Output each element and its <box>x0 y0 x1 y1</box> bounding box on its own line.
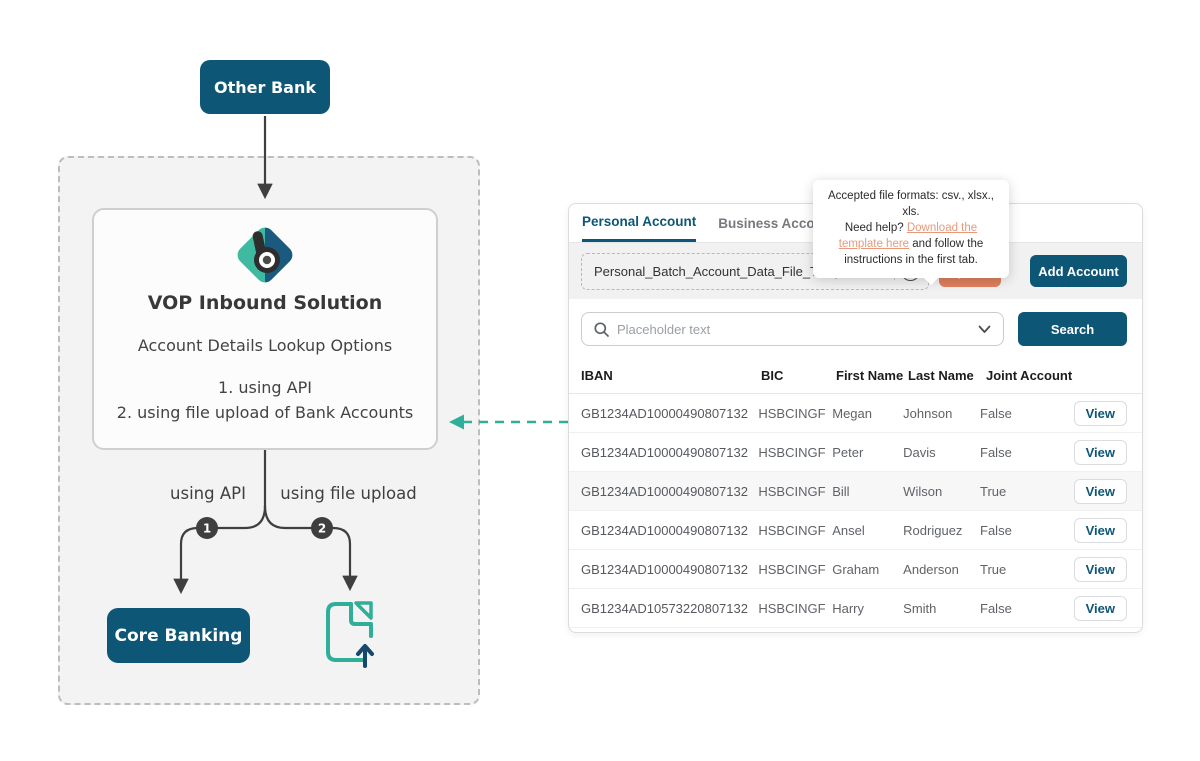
core-banking-label: Core Banking <box>114 625 243 646</box>
cell-last: Wilson <box>903 483 943 499</box>
view-button[interactable]: View <box>1073 439 1127 465</box>
tooltip-line1: Accepted file formats: csv., xlsx., xls. <box>828 190 994 218</box>
core-banking-node: Core Banking <box>107 608 250 663</box>
download-template-link[interactable]: Download the template here <box>838 222 978 250</box>
cell-first: Harry <box>832 600 865 616</box>
chevron-down-icon[interactable] <box>978 325 991 334</box>
cell-bic: HSBCINGF <box>758 444 826 460</box>
cell-iban: GB1234AD10000490807132 <box>581 522 748 538</box>
cell-bic: HSBCINGF <box>758 522 826 538</box>
branch-label-api: using API <box>170 484 246 503</box>
search-placeholder: Placeholder text <box>617 321 711 337</box>
table-row: GB1234AD10000490807132 HSBCINGF Peter Davis… <box>569 433 1142 472</box>
accounts-panel: Personal Account Business Account Person… <box>568 203 1143 633</box>
file-upload-icon <box>326 601 374 668</box>
other-bank-label: Other Bank <box>214 77 316 97</box>
column-header-last-name: Last Name <box>908 368 974 383</box>
cell-first: Megan <box>832 405 872 421</box>
tab-personal-account[interactable]: Personal Account <box>582 204 697 242</box>
tab-business-account[interactable]: Business Account <box>718 204 835 242</box>
search-input[interactable]: Placeholder text <box>581 312 1004 346</box>
branch-label-file-upload: using file upload <box>280 484 417 503</box>
cell-bic: HSBCINGF <box>758 561 826 577</box>
cell-last: Johnson <box>903 405 953 421</box>
view-button[interactable]: View <box>1073 595 1127 621</box>
cell-joint: True <box>980 561 1007 577</box>
table-row: GB1234AD10000490807132 HSBCINGF Ansel Rodri… <box>569 511 1142 550</box>
solution-subtitle: Account Details Lookup Options <box>137 336 393 355</box>
cell-first: Graham <box>832 561 880 577</box>
tab-personal-account-label: Personal Account <box>582 214 697 229</box>
cell-iban: GB1234AD10000490807132 <box>581 405 748 421</box>
cell-iban: GB1234AD10000490807132 <box>581 483 748 499</box>
cell-last: Rodriguez <box>903 522 963 538</box>
tab-business-account-label: Business Account <box>718 215 836 231</box>
cell-first: Ansel <box>832 522 865 538</box>
cell-joint: False <box>980 405 1012 421</box>
cell-joint: False <box>980 522 1012 538</box>
cell-bic: HSBCINGF <box>758 483 826 499</box>
column-header-bic: BIC <box>761 368 784 383</box>
solution-option-2: 2. using file upload of Bank Accounts <box>116 403 414 422</box>
view-button[interactable]: View <box>1073 556 1127 582</box>
cell-bic: HSBCINGF <box>758 405 826 421</box>
cell-last: Anderson <box>903 561 959 577</box>
search-button[interactable]: Search <box>1018 312 1127 346</box>
file-format-tooltip: Accepted file formats: csv., xlsx., xls.… <box>813 180 1009 285</box>
tooltip-pre-link: Need help? <box>844 222 907 234</box>
column-header-joint-account: Joint Account <box>986 368 1073 383</box>
cell-joint: False <box>980 444 1012 460</box>
cell-iban: GB1234AD10000490807132 <box>581 561 748 577</box>
column-header-iban: IBAN <box>581 368 613 383</box>
tooltip-post-link: and follow the instructions in the first… <box>844 238 984 266</box>
cell-last: Smith <box>903 600 937 616</box>
table-row: GB1234AD10000490807132 HSBCINGF Graham Ande… <box>569 550 1142 589</box>
cell-bic: HSBCINGF <box>758 600 826 616</box>
add-account-button[interactable]: Add Account <box>1030 255 1127 287</box>
view-button[interactable]: View <box>1073 400 1127 426</box>
selected-file-name: Personal_Batch_Account_Data_File_Templat… <box>594 263 865 279</box>
cell-iban: GB1234AD10000490807132 <box>581 444 748 460</box>
logo-b-glyph <box>252 231 280 273</box>
column-header-first-name: First Name <box>836 368 904 383</box>
view-button[interactable]: View <box>1073 478 1127 504</box>
other-bank-node: Other Bank <box>200 60 330 114</box>
cell-joint: True <box>980 483 1007 499</box>
brand-logo-icon <box>233 223 297 287</box>
search-icon <box>594 321 609 337</box>
vop-solution-box: VOP Inbound Solution Account Details Loo… <box>92 208 438 450</box>
table-row: GB1234AD10000490807132 HSBCINGF Megan Johns… <box>569 394 1142 433</box>
solution-title: VOP Inbound Solution <box>147 292 383 314</box>
search-section: Placeholder text Search <box>569 299 1142 358</box>
cell-first: Bill <box>832 483 850 499</box>
cell-first: Peter <box>832 444 864 460</box>
cell-joint: False <box>980 600 1012 616</box>
solution-option-1: 1. using API <box>218 378 312 397</box>
upload-arrow-glyph <box>356 644 374 668</box>
cell-iban: GB1234AD10573220807132 <box>581 600 748 616</box>
table-header: IBAN BIC First Name Last Name Joint Acco… <box>569 358 1142 394</box>
table-row: GB1234AD10000490807132 HSBCINGF Bill Wilson… <box>569 472 1142 511</box>
cell-last: Davis <box>903 444 936 460</box>
table-row: GB1234AD10573220807132 HSBCINGF Harry Smith… <box>569 589 1142 628</box>
view-button[interactable]: View <box>1073 517 1127 543</box>
